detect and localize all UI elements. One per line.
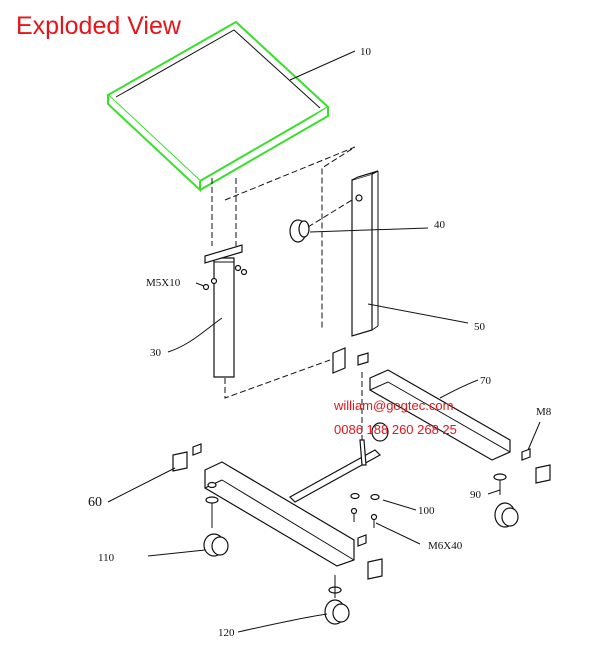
watermark-phone: 0086 188 260 268 25 xyxy=(334,422,457,437)
nut-left xyxy=(192,443,202,456)
caster-left-part xyxy=(203,496,229,557)
clip-part xyxy=(332,347,346,374)
leader-40 xyxy=(309,227,429,233)
washer-part xyxy=(350,492,360,500)
label-100: 100 xyxy=(418,505,435,517)
label-60: 60 xyxy=(88,495,102,510)
label-70: 70 xyxy=(480,375,492,387)
insert-path-lower xyxy=(224,359,331,399)
nut-m8-part xyxy=(521,448,531,461)
washer-left xyxy=(207,481,217,489)
leader-70 xyxy=(439,379,479,399)
diagram-title: Exploded View xyxy=(16,12,181,40)
caster-front-part xyxy=(324,575,350,625)
label-m8: M8 xyxy=(536,406,552,418)
watermark-email: william@gogtec.com xyxy=(334,398,454,413)
knob-part xyxy=(289,199,353,243)
label-10: 10 xyxy=(360,46,372,58)
leader-110 xyxy=(147,549,206,557)
label-90: 90 xyxy=(470,489,482,501)
insert-path-upper xyxy=(224,146,356,330)
nut-part xyxy=(357,352,369,366)
label-110: 110 xyxy=(98,552,115,564)
leader-50 xyxy=(367,303,469,324)
outer-post-part xyxy=(351,170,379,337)
end-cap-front xyxy=(367,558,383,580)
label-40: 40 xyxy=(434,219,446,231)
leader-10 xyxy=(289,50,356,81)
leader-60 xyxy=(107,467,176,503)
leader-m5 xyxy=(195,282,205,287)
leader-100 xyxy=(382,499,417,511)
leader-m6 xyxy=(375,522,421,545)
leader-120 xyxy=(237,613,328,633)
bolt-part xyxy=(350,507,378,528)
caster-right-part xyxy=(493,473,519,528)
leader-30 xyxy=(167,317,223,353)
leader-m8 xyxy=(527,421,541,451)
end-cap-right xyxy=(535,464,551,484)
label-50: 50 xyxy=(474,321,486,333)
label-m5x10: M5X10 xyxy=(146,277,181,289)
label-120: 120 xyxy=(218,627,235,639)
end-cap-part xyxy=(172,451,188,472)
label-30: 30 xyxy=(150,347,162,359)
nut-front xyxy=(357,534,367,547)
base-frame-part xyxy=(204,369,511,567)
washer-part-2 xyxy=(370,493,380,501)
label-m6x40: M6X40 xyxy=(428,540,463,552)
inner-post-part xyxy=(202,178,248,378)
leader-90 xyxy=(487,489,501,495)
caster-center-part xyxy=(371,422,389,442)
tabletop-part xyxy=(106,20,330,193)
